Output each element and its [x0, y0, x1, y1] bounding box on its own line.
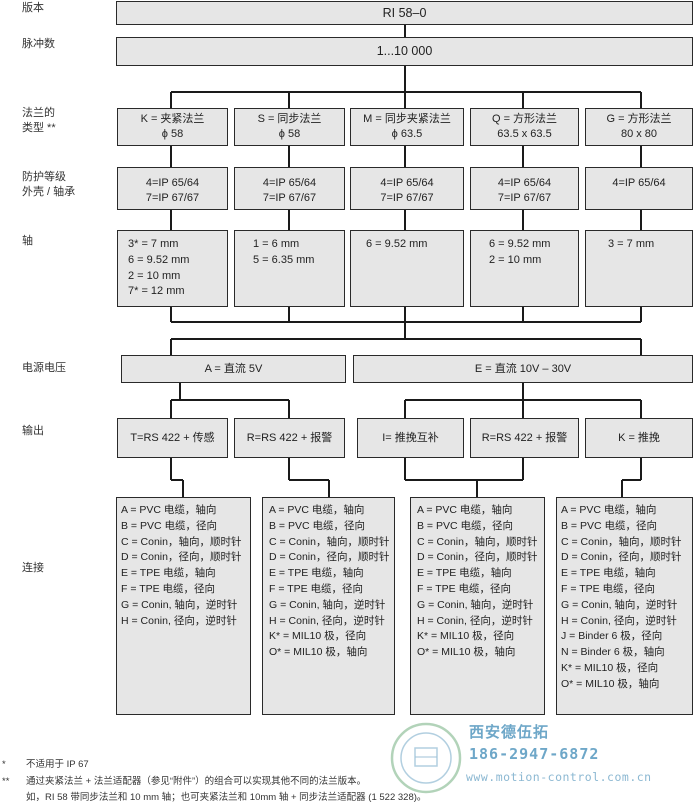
flange-box-q: Q = 方形法兰 63.5 x 63.5	[470, 108, 579, 146]
output-r1-text: R=RS 422 + 报警	[246, 431, 333, 444]
label-voltage: 电源电压	[22, 362, 66, 374]
footnote-2: 通过夹紧法兰 + 法兰适配器（参见“附件”）的组合可以实现其他不同的法兰版本。	[26, 776, 367, 787]
connection-list-2-text: A = PVC 电缆，轴向 B = PVC 电缆，径向 C = Conin，轴向…	[269, 504, 390, 659]
shaft-box-1: 3* = 7 mm 6 = 9.52 mm 2 = 10 mm 7* = 12 …	[117, 230, 228, 307]
protection-2-text: 4=IP 65/64 7=IP 67/67	[262, 177, 317, 204]
pulses-value: 1...10 000	[376, 44, 433, 58]
protection-3-text: 4=IP 65/64 7=IP 67/67	[380, 177, 434, 204]
output-box-r1: R=RS 422 + 报警	[234, 418, 345, 458]
footnote-mark-1: *	[2, 759, 6, 770]
footnote-3: 如，RI 58 带同步法兰和 10 mm 轴；也可夹紧法兰和 10mm 轴 + …	[26, 792, 427, 803]
label-pulses: 脉冲数	[22, 38, 55, 50]
connection-list-1: A = PVC 电缆，轴向 B = PVC 电缆，径向 C = Conin，轴向…	[116, 497, 251, 715]
label-protection: 防护等级 外壳 / 轴承	[22, 171, 76, 198]
flange-box-g: G = 方形法兰 80 x 80	[585, 108, 693, 146]
output-i-text: I= 推挽互补	[382, 431, 439, 444]
label-connection: 连接	[22, 562, 44, 574]
output-box-r2: R=RS 422 + 报警	[470, 418, 579, 458]
voltage-e-text: E = 直流 10V – 30V	[474, 362, 572, 375]
output-k-text: K = 推挽	[618, 431, 660, 444]
watermark-company: 西安德伍拓	[469, 724, 550, 741]
footnote-mark-2: **	[2, 776, 10, 787]
label-output: 输出	[22, 425, 44, 437]
shaft-2-text: 1 = 6 mm 5 = 6.35 mm	[253, 238, 315, 266]
version-box: RI 58–0	[116, 1, 693, 25]
watermark-phone: 186-2947-6872	[469, 745, 600, 763]
connection-list-2: A = PVC 电缆，轴向 B = PVC 电缆，径向 C = Conin，轴向…	[262, 497, 395, 715]
flange-box-m: M = 同步夹紧法兰 ϕ 63.5	[350, 108, 464, 146]
connection-list-4-text: A = PVC 电缆，轴向 B = PVC 电缆，径向 C = Conin，轴向…	[561, 504, 682, 690]
flange-m-text: M = 同步夹紧法兰 ϕ 63.5	[363, 113, 451, 140]
connection-list-3-text: A = PVC 电缆，轴向 B = PVC 电缆，径向 C = Conin，轴向…	[417, 504, 538, 659]
protection-4-text: 4=IP 65/64 7=IP 67/67	[497, 177, 552, 204]
protection-box-3: 4=IP 65/64 7=IP 67/67	[350, 167, 464, 210]
flange-box-s: S = 同步法兰 ϕ 58	[234, 108, 345, 146]
label-version: 版本	[22, 2, 44, 14]
version-value: RI 58–0	[382, 5, 427, 20]
label-flange-type: 法兰的 类型 **	[22, 107, 56, 134]
output-box-i: I= 推挽互补	[357, 418, 464, 458]
voltage-a-text: A = 直流 5V	[204, 362, 263, 375]
output-box-k: K = 推挽	[585, 418, 693, 458]
protection-box-4: 4=IP 65/64 7=IP 67/67	[470, 167, 579, 210]
shaft-5-text: 3 = 7 mm	[608, 238, 655, 250]
protection-box-1: 4=IP 65/64 7=IP 67/67	[117, 167, 228, 210]
shaft-1-text: 3* = 7 mm 6 = 9.52 mm 2 = 10 mm 7* = 12 …	[128, 238, 190, 298]
shaft-box-5: 3 = 7 mm	[585, 230, 693, 307]
protection-5-text: 4=IP 65/64	[612, 177, 666, 189]
connection-list-3: A = PVC 电缆，轴向 B = PVC 电缆，径向 C = Conin，轴向…	[410, 497, 545, 715]
flange-g-text: G = 方形法兰 80 x 80	[606, 113, 672, 140]
shaft-4-text: 6 = 9.52 mm 2 = 10 mm	[489, 238, 551, 266]
connection-list-4: A = PVC 电缆，轴向 B = PVC 电缆，径向 C = Conin，轴向…	[556, 497, 693, 715]
connection-list-1-text: A = PVC 电缆，轴向 B = PVC 电缆，径向 C = Conin，轴向…	[121, 504, 242, 627]
shaft-3-text: 6 = 9.52 mm	[366, 238, 428, 250]
protection-box-2: 4=IP 65/64 7=IP 67/67	[234, 167, 345, 210]
shaft-box-2: 1 = 6 mm 5 = 6.35 mm	[234, 230, 345, 307]
footnote-1: 不适用于 IP 67	[26, 759, 89, 770]
protection-box-5: 4=IP 65/64	[585, 167, 693, 210]
output-box-t: T=RS 422 + 传感	[117, 418, 228, 458]
flange-box-k: K = 夹紧法兰 ϕ 58	[117, 108, 228, 146]
protection-1-text: 4=IP 65/64 7=IP 67/67	[145, 177, 200, 204]
voltage-box-e: E = 直流 10V – 30V	[353, 355, 693, 383]
pulses-box: 1...10 000	[116, 37, 693, 66]
shaft-box-3: 6 = 9.52 mm	[350, 230, 464, 307]
flange-k-text: K = 夹紧法兰 ϕ 58	[140, 113, 205, 140]
shaft-box-4: 6 = 9.52 mm 2 = 10 mm	[470, 230, 579, 307]
output-t-text: T=RS 422 + 传感	[130, 431, 215, 444]
flange-s-text: S = 同步法兰 ϕ 58	[257, 113, 322, 140]
watermark-logo-icon	[390, 722, 462, 794]
watermark-url: www.motion-control.com.cn	[466, 770, 652, 784]
output-r2-text: R=RS 422 + 报警	[481, 431, 568, 444]
label-shaft: 轴	[22, 235, 33, 247]
voltage-box-a: A = 直流 5V	[121, 355, 346, 383]
flange-q-text: Q = 方形法兰 63.5 x 63.5	[491, 113, 558, 140]
